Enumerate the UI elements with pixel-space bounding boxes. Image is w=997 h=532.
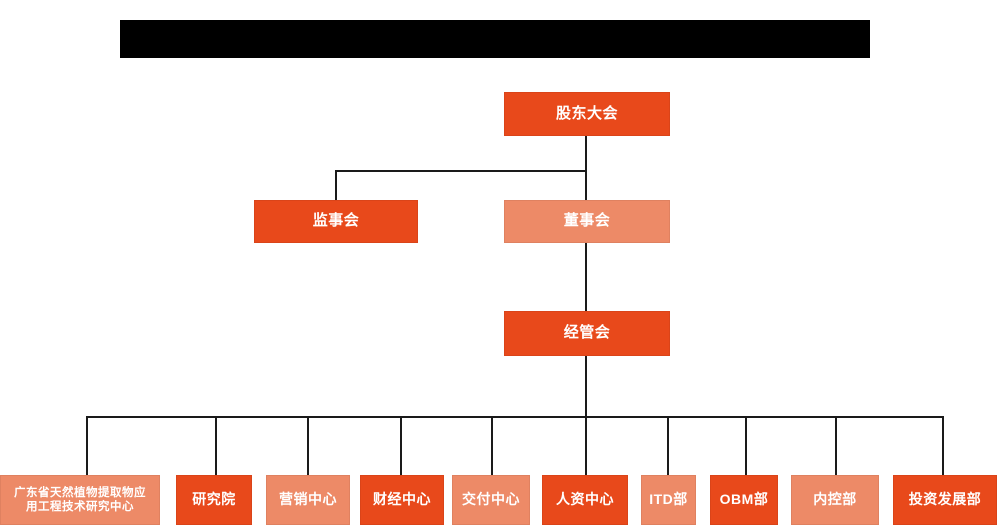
node-shareholders-meeting[interactable]: 股东大会 — [504, 92, 670, 136]
connector-shareholders-down — [585, 136, 587, 171]
node-label-line2: 用工程技术研究中心 — [26, 501, 134, 513]
connector-department-bus — [86, 416, 944, 418]
node-department-0[interactable]: 广东省天然植物提取物应 用工程技术研究中心 — [0, 475, 160, 525]
node-label: 广东省天然植物提取物应 用工程技术研究中心 — [1, 486, 159, 514]
node-label: 交付中心 — [462, 491, 520, 508]
connector-management-down — [585, 356, 587, 417]
connector-drop-department-8 — [835, 416, 837, 475]
node-department-7[interactable]: OBM部 — [710, 475, 778, 525]
node-label-line1: 广东省天然植物提取物应 — [14, 486, 146, 499]
node-department-2[interactable]: 营销中心 — [266, 475, 350, 525]
node-department-3[interactable]: 财经中心 — [360, 475, 444, 525]
connector-drop-department-2 — [307, 416, 309, 475]
connector-drop-department-5 — [585, 416, 587, 475]
node-department-8[interactable]: 内控部 — [791, 475, 879, 525]
node-label: 内控部 — [813, 491, 857, 508]
node-department-1[interactable]: 研究院 — [176, 475, 252, 525]
connector-drop-department-3 — [400, 416, 402, 475]
connector-directors-to-management — [585, 243, 587, 312]
node-label: 监事会 — [312, 212, 360, 230]
node-label: ITD部 — [649, 491, 688, 508]
node-label: 研究院 — [192, 491, 236, 508]
node-label: 经管会 — [563, 324, 611, 342]
node-label: 人资中心 — [556, 491, 614, 508]
node-label: OBM部 — [719, 491, 769, 508]
node-department-4[interactable]: 交付中心 — [452, 475, 530, 525]
node-board-of-supervisors[interactable]: 监事会 — [254, 200, 418, 243]
node-board-of-directors[interactable]: 董事会 — [504, 200, 670, 243]
connector-drop-department-1 — [215, 416, 217, 475]
redacted-title-bar — [120, 20, 870, 58]
node-label: 股东大会 — [555, 104, 618, 122]
node-department-6[interactable]: ITD部 — [641, 475, 696, 525]
connector-drop-department-0 — [86, 416, 88, 475]
node-department-5[interactable]: 人资中心 — [542, 475, 628, 525]
node-department-9[interactable]: 投资发展部 — [893, 475, 997, 525]
connector-to-directors — [585, 170, 587, 201]
connector-drop-department-7 — [745, 416, 747, 475]
connector-level1-bus — [335, 170, 587, 172]
node-label: 营销中心 — [279, 491, 337, 508]
node-management-committee[interactable]: 经管会 — [504, 311, 670, 356]
node-label: 财经中心 — [373, 491, 431, 508]
connector-drop-department-9 — [942, 416, 944, 475]
node-label: 董事会 — [563, 212, 611, 230]
connector-drop-department-6 — [667, 416, 669, 475]
connector-to-supervisors — [335, 170, 337, 201]
node-label: 投资发展部 — [908, 491, 982, 508]
connector-drop-department-4 — [491, 416, 493, 475]
